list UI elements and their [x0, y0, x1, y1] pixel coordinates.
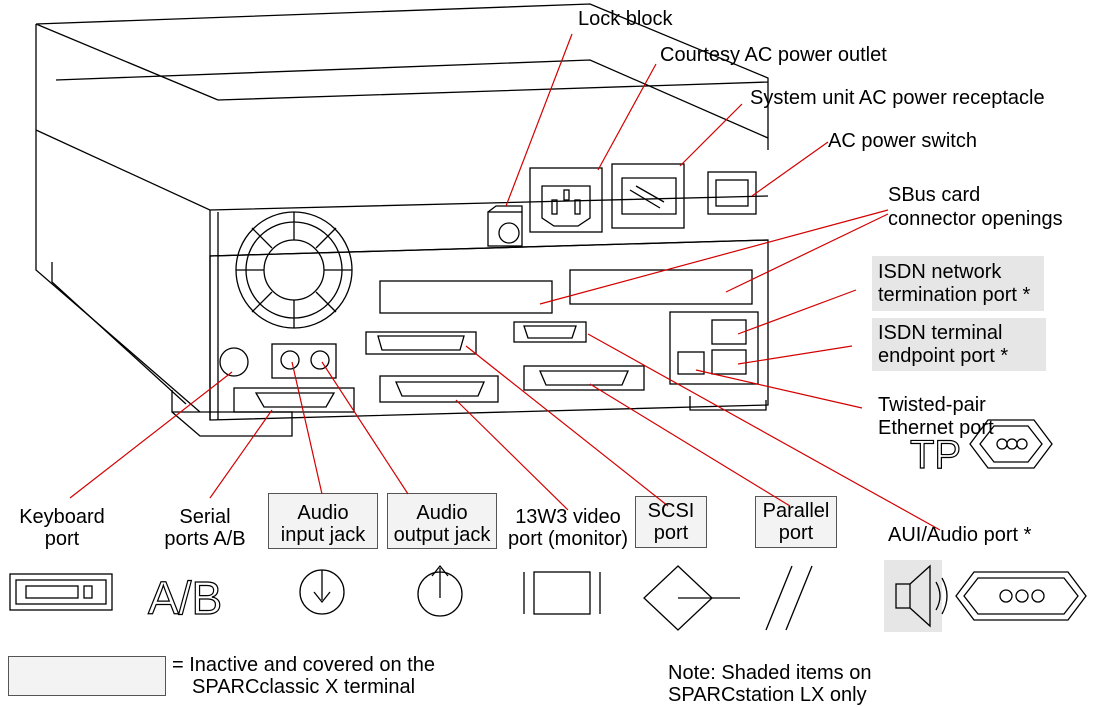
lock-block	[487, 205, 523, 247]
label-tp-line1: Twisted-pair	[878, 394, 986, 416]
legend-inactive-box	[8, 656, 166, 696]
audio-input-label-box	[268, 493, 378, 549]
fan-grille	[235, 211, 353, 329]
scsi-connector	[365, 331, 477, 355]
label-aui: AUI/Audio port *	[888, 524, 1032, 546]
keyboard-symbol	[9, 573, 113, 611]
audio-output-label-box	[387, 493, 497, 549]
tp-ethernet-symbol	[969, 419, 1053, 469]
legend-note-line1: Note: Shaded items on	[668, 662, 872, 684]
parallel-label-box	[755, 496, 837, 548]
label-video-line2: port (monitor)	[507, 528, 629, 550]
label-scsi-line2: port	[653, 522, 689, 544]
label-sbus-line2: connector openings	[888, 208, 1063, 230]
label-serial-line1: Serial	[179, 506, 231, 528]
label-serial-line2: ports A/B	[164, 528, 246, 550]
aui-icon-shade	[884, 560, 942, 632]
label-isdn-network-line2: termination port *	[878, 284, 1031, 306]
label-ac-receptacle: System unit AC power receptacle	[750, 87, 1045, 109]
tp-symbol-text: TP	[910, 433, 961, 477]
legend-note-line2: SPARCstation LX only	[668, 684, 867, 706]
label-audio-input-line2: input jack	[280, 524, 366, 546]
parallel-connector	[523, 365, 645, 391]
video-connector	[379, 375, 499, 403]
label-lock-block: Lock block	[578, 8, 673, 30]
keyboard-connector	[219, 347, 249, 377]
audio-input-symbol	[299, 569, 345, 615]
audio-jacks	[271, 343, 337, 379]
scsi-label-box	[635, 496, 707, 548]
label-scsi-line1: SCSI	[647, 500, 695, 522]
label-parallel-line2: port	[778, 522, 814, 544]
video-symbol	[523, 571, 601, 615]
parallel-symbol	[765, 565, 813, 631]
isdn-panel	[669, 311, 759, 385]
serial-connector	[233, 387, 355, 413]
label-parallel-line1: Parallel	[762, 500, 830, 522]
aui-connector	[513, 321, 587, 343]
system-receptacle	[611, 163, 685, 229]
label-audio-output-line2: output jack	[393, 524, 491, 546]
label-keyboard-line2: port	[44, 528, 80, 550]
label-courtesy-outlet: Courtesy AC power outlet	[660, 44, 887, 66]
power-switch	[707, 171, 757, 215]
label-isdn-terminal-line1: ISDN terminal	[878, 322, 1003, 344]
label-video-line1: 13W3 video	[515, 506, 621, 528]
label-audio-input-line1: Audio	[297, 502, 349, 524]
label-keyboard-line1: Keyboard	[19, 506, 105, 528]
sbus-opening-1	[379, 280, 553, 314]
label-sbus-line1: SBus card	[888, 184, 981, 206]
legend-inactive-line1: = Inactive and covered on the	[172, 654, 435, 676]
audio-output-symbol	[417, 564, 463, 617]
label-ac-switch: AC power switch	[828, 130, 977, 152]
sbus-opening-2	[569, 269, 753, 305]
speaker-symbol	[895, 564, 948, 628]
chassis-top	[35, 3, 769, 150]
label-audio-output-line1: Audio	[416, 502, 468, 524]
leader-lines	[69, 33, 941, 531]
isdn-network-shade	[872, 256, 1044, 311]
label-tp-line2: Ethernet port	[878, 417, 994, 439]
serial-ab-symbol: A/B	[148, 572, 222, 624]
isdn-terminal-shade	[872, 318, 1046, 371]
label-isdn-terminal-line2: endpoint port *	[878, 345, 1009, 367]
scsi-symbol	[643, 565, 740, 631]
label-isdn-network-line1: ISDN network	[878, 261, 1002, 283]
legend-inactive-line2: SPARCclassic X terminal	[192, 676, 416, 698]
courtesy-outlet	[529, 167, 603, 233]
aui-ethernet-symbol	[955, 571, 1087, 621]
